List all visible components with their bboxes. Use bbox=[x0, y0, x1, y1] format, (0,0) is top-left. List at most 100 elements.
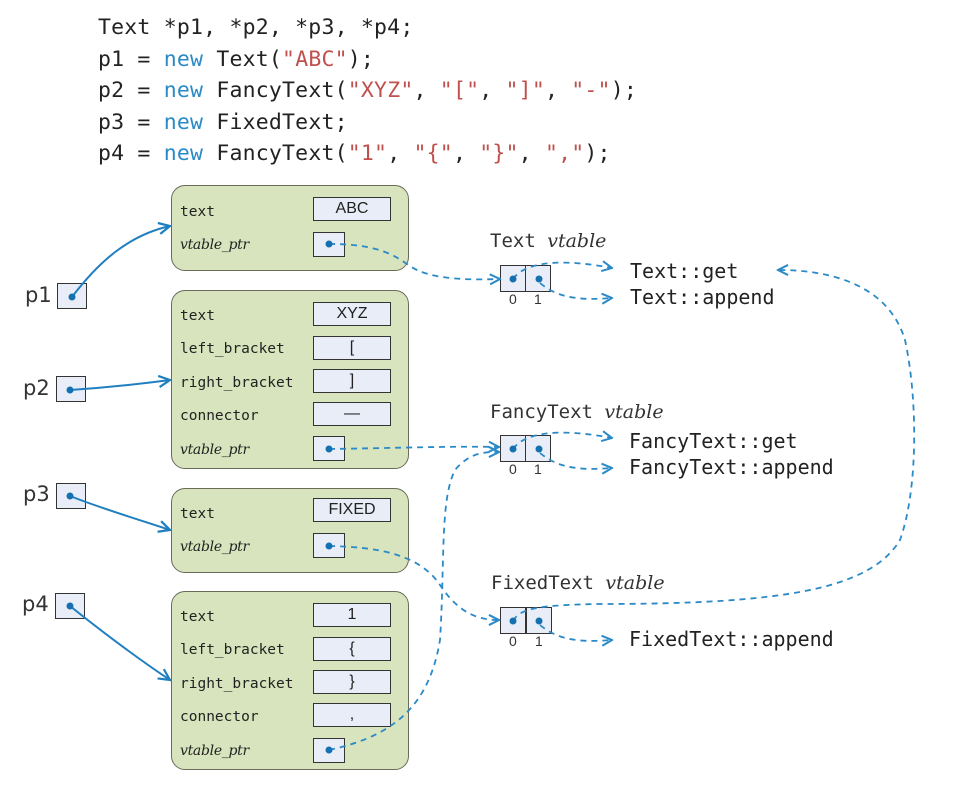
function-fancytext-get: FancyText::get bbox=[629, 429, 798, 453]
vtable-fixedtext-slot-1 bbox=[526, 607, 552, 634]
field-value-connector: , bbox=[313, 703, 391, 727]
keyword-new: new bbox=[163, 78, 204, 103]
separator: , bbox=[387, 141, 414, 166]
vtable-title-text: Text vtable bbox=[490, 230, 606, 252]
field-label-vtable-ptr: vtable_ptr bbox=[180, 237, 249, 253]
class-token: FixedText; bbox=[203, 109, 348, 135]
string-literal: "{" bbox=[413, 141, 453, 166]
arrow-p4-to-fancytext bbox=[69, 605, 170, 680]
field-vtable-ptr bbox=[313, 436, 345, 461]
class-token: FancyText( bbox=[203, 78, 348, 103]
string-literal: "," bbox=[544, 141, 585, 166]
vtable-class: FancyText bbox=[490, 401, 593, 423]
slot-index: 1 bbox=[534, 291, 542, 307]
field-label-left-bracket: left_bracket bbox=[180, 341, 285, 357]
function-fixedtext-append: FixedText::append bbox=[629, 627, 834, 651]
lhs-token: p2 = bbox=[98, 78, 164, 103]
string-literal: "}" bbox=[479, 141, 519, 166]
field-vtable-ptr bbox=[313, 533, 345, 558]
slot-index: 0 bbox=[509, 291, 517, 307]
slot-index: 0 bbox=[509, 633, 517, 649]
string-literal: "-" bbox=[571, 78, 611, 103]
object-fancytext-1: text 1 left_bracket { right_bracket } co… bbox=[171, 591, 409, 770]
lhs-token: p3 = bbox=[98, 109, 164, 135]
vtable-suffix: vtable bbox=[547, 230, 607, 252]
field-value-left-bracket: [ bbox=[313, 336, 391, 360]
string-literal: "1" bbox=[347, 141, 388, 166]
field-label-left-bracket: left_bracket bbox=[180, 642, 285, 658]
pointer-box-p1 bbox=[57, 283, 87, 309]
vtable-suffix: vtable bbox=[605, 572, 665, 594]
vtable-fancytext-slot-1 bbox=[525, 435, 551, 462]
vtable-text-slot-1 bbox=[525, 265, 551, 292]
field-label-vtable-ptr: vtable_ptr bbox=[180, 539, 249, 555]
tail-token: ); bbox=[610, 78, 637, 103]
slot-index: 1 bbox=[534, 461, 542, 477]
string-literal: "[" bbox=[439, 78, 480, 103]
decl-token: *p1, *p2, *p3, *p4; bbox=[150, 15, 414, 40]
vtable-title-fixedtext: FixedText vtable bbox=[491, 572, 665, 594]
field-value-text: 1 bbox=[313, 603, 391, 627]
field-label-text: text bbox=[180, 506, 215, 522]
pointer-label-p2: p2 bbox=[23, 376, 50, 400]
separator: , bbox=[452, 141, 480, 166]
pointer-box-p2 bbox=[56, 376, 86, 402]
field-value-text: XYZ bbox=[313, 302, 391, 326]
vtable-class: Text bbox=[490, 230, 536, 252]
field-label-text: text bbox=[180, 609, 215, 625]
slot-index: 1 bbox=[535, 633, 543, 649]
separator: , bbox=[518, 141, 545, 166]
class-token: FancyText( bbox=[203, 141, 348, 166]
keyword-new: new bbox=[163, 141, 204, 166]
field-label-right-bracket: right_bracket bbox=[180, 375, 294, 391]
field-label-vtable-ptr: vtable_ptr bbox=[180, 743, 249, 759]
code-line-1: Text *p1, *p2, *p3, *p4; bbox=[98, 12, 637, 44]
code-line-3: p2 = new FancyText("XYZ", "[", "]", "-")… bbox=[98, 75, 637, 107]
field-value-right-bracket: } bbox=[313, 670, 391, 694]
code-line-4: p3 = new FixedText; bbox=[98, 107, 637, 139]
tail-token: ); bbox=[347, 46, 375, 72]
vtable-class: FixedText bbox=[491, 572, 594, 594]
function-text-get: Text::get bbox=[630, 259, 739, 283]
code-line-2: p1 = new Text("ABC"); bbox=[98, 44, 637, 76]
field-label-vtable-ptr: vtable_ptr bbox=[180, 442, 249, 458]
object-fixedtext: text FIXED vtable_ptr bbox=[171, 488, 409, 573]
separator: , bbox=[544, 78, 572, 103]
field-label-connector: connector bbox=[180, 709, 259, 725]
code-listing: Text *p1, *p2, *p3, *p4;p1 = new Text("A… bbox=[98, 12, 637, 170]
field-value-connector: — bbox=[313, 402, 391, 426]
field-label-connector: connector bbox=[180, 408, 259, 424]
field-value-left-bracket: { bbox=[313, 637, 391, 661]
field-label-text: text bbox=[180, 204, 215, 220]
keyword-new: new bbox=[163, 46, 204, 72]
lhs-token: p1 = bbox=[98, 46, 164, 72]
vtable-title-fancytext: FancyText vtable bbox=[490, 401, 664, 423]
field-vtable-ptr bbox=[313, 738, 345, 763]
pointer-box-p4 bbox=[55, 593, 85, 619]
pointer-box-p3 bbox=[56, 483, 86, 509]
vtable-text-slot-0 bbox=[500, 265, 526, 292]
field-value-text: ABC bbox=[313, 197, 391, 221]
field-label-text: text bbox=[180, 308, 215, 324]
object-text: text ABC vtable_ptr bbox=[171, 185, 409, 271]
lhs-token: p4 = bbox=[98, 141, 164, 166]
vtable-suffix: vtable bbox=[604, 401, 664, 423]
string-literal: "]" bbox=[505, 78, 545, 103]
type-token: Text bbox=[98, 15, 151, 40]
function-text-append: Text::append bbox=[630, 285, 775, 309]
string-literal: "ABC" bbox=[282, 46, 348, 72]
class-token: Text( bbox=[203, 46, 283, 72]
tail-token: ); bbox=[584, 141, 611, 166]
keyword-new: new bbox=[163, 109, 204, 135]
code-line-5: p4 = new FancyText("1", "{", "}", ","); bbox=[98, 138, 637, 170]
field-value-right-bracket: ] bbox=[313, 369, 391, 393]
object-fancytext-xyz: text XYZ left_bracket [ right_bracket ] … bbox=[171, 290, 409, 469]
pointer-label-p1: p1 bbox=[25, 283, 52, 307]
pointer-label-p3: p3 bbox=[23, 482, 50, 506]
vtable-fancytext-slot-0 bbox=[500, 435, 526, 462]
field-vtable-ptr bbox=[313, 232, 345, 257]
slot-index: 0 bbox=[509, 461, 517, 477]
field-value-text: FIXED bbox=[313, 498, 391, 522]
vtable-fixedtext-slot-0 bbox=[500, 607, 526, 634]
field-label-right-bracket: right_bracket bbox=[180, 676, 294, 692]
